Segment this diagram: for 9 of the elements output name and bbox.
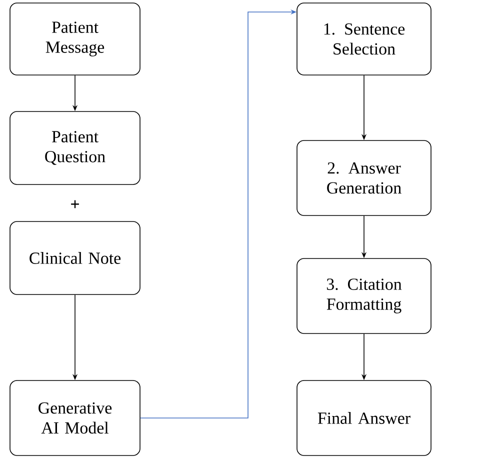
process-box: 2. Answer Generation: [296, 140, 432, 216]
process-box: Generative AI Model: [10, 380, 140, 456]
process-box: 3. Citation Formatting: [296, 258, 432, 334]
process-box: Clinical Note: [10, 221, 140, 295]
plus-sign: +: [71, 200, 79, 208]
process-box: Final Answer: [296, 380, 432, 456]
process-box: Patient Message: [10, 2, 140, 76]
process-box: 1. Sentence Selection: [296, 2, 432, 76]
process-box: Patient Question: [10, 111, 140, 185]
